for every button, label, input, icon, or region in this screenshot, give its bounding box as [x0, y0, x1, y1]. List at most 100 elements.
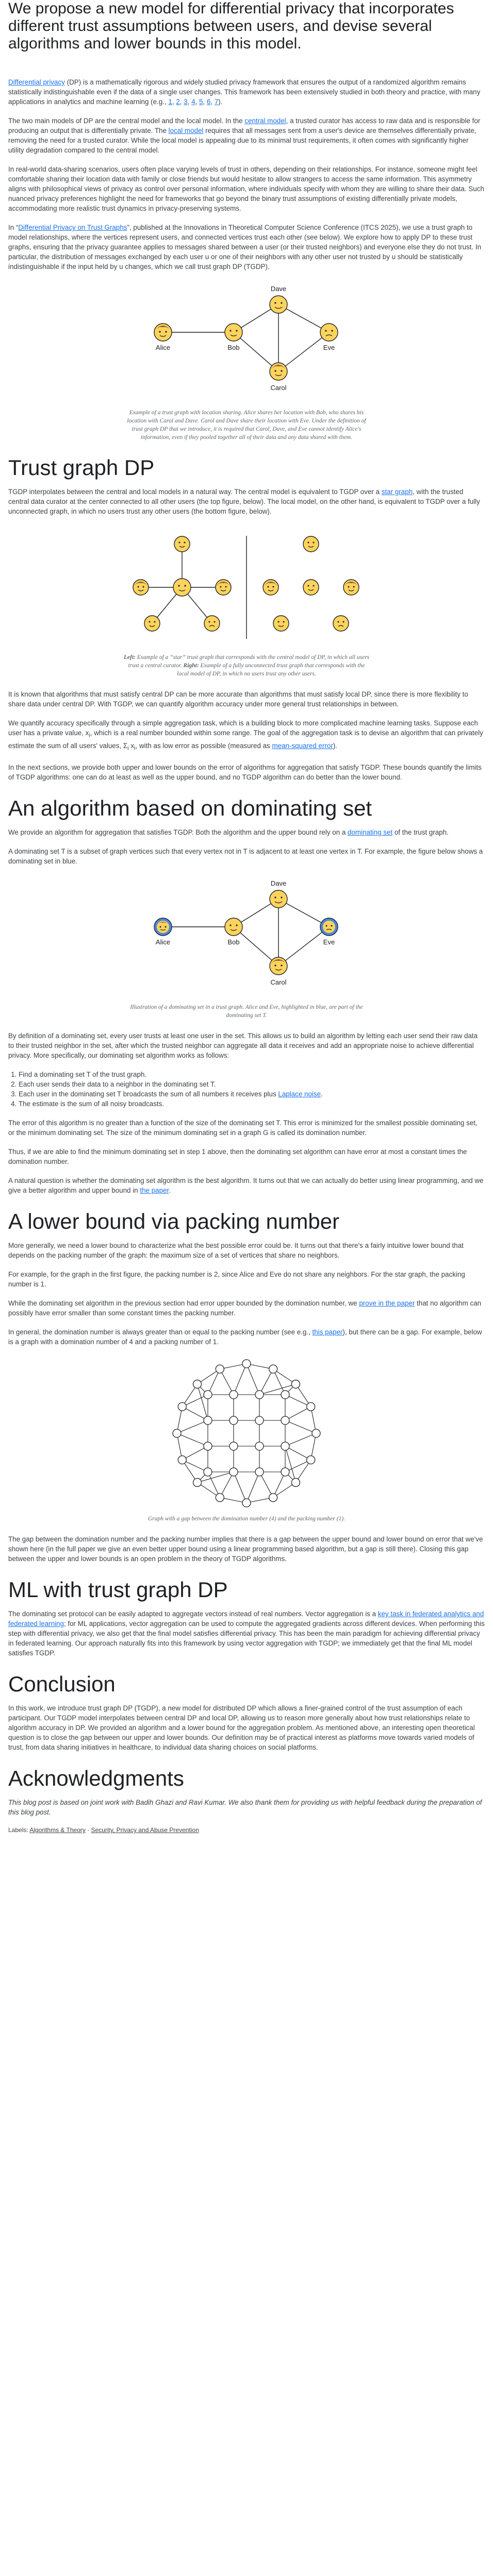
dominating-paragraph-5: Thus, if we are able to find the minimum… [8, 1148, 467, 1166]
edge-carol-eve [278, 332, 330, 372]
node-eve: Eve [320, 323, 338, 351]
gap-grid-node [203, 1416, 212, 1425]
gap-ring-node [291, 1478, 301, 1487]
link-mean-squared-error[interactable]: mean-squared error [272, 741, 333, 750]
node-alice: Alice [154, 323, 172, 351]
gap-edge [176, 1433, 183, 1461]
algorithm-step-1: Find a dominating set T of the trust gra… [19, 1070, 485, 1079]
star-leaf-bottom-right [204, 615, 220, 632]
ds-label-eve: Eve [323, 938, 335, 946]
gap-edge [182, 1446, 208, 1461]
section-heading-lower-bound: A lower bound via packing number [8, 1209, 340, 1234]
gap-grid-node [229, 1416, 238, 1425]
unconnected-node-3 [262, 579, 279, 596]
gap-edge [246, 1497, 273, 1503]
gap-edge [182, 1394, 208, 1408]
figure-dominating-set: Dave Alice Bob Eve [8, 875, 485, 1020]
gap-edge [207, 1369, 220, 1395]
label-algorithms-theory[interactable]: Algorithms & Theory [29, 1826, 86, 1834]
intro-paragraph-2: The two main models of DP are the centra… [8, 117, 481, 154]
star-leaf-right [215, 579, 232, 596]
article-lede: We propose a new model for differential … [8, 0, 454, 52]
gap-ring-node [269, 1364, 278, 1374]
link-differential-privacy[interactable]: Differential privacy [8, 78, 65, 86]
gap-edge [259, 1384, 296, 1395]
gap-edge [182, 1460, 208, 1472]
conclusion-paragraph-1: In this work, we introduce trust graph D… [8, 1704, 475, 1752]
ref-link-5[interactable]: 5 [199, 98, 203, 106]
unconnected-node-1 [303, 536, 319, 552]
intro-paragraph-3: In real-world data-sharing scenarios, us… [8, 165, 484, 212]
ref-link-7[interactable]: 7 [214, 98, 219, 106]
ds-label-bob: Bob [227, 938, 239, 946]
gap-grid-node [255, 1416, 264, 1425]
algorithm-step-4: The estimate is the sum of all noisy bro… [19, 1099, 485, 1109]
link-federated-learning[interactable]: key task in federated analytics and fede… [8, 1610, 484, 1628]
gap-edge [246, 1364, 260, 1395]
trust-graph-paragraph-4: In the next sections, we provide both up… [8, 764, 482, 782]
gap-ring-node [177, 1402, 187, 1412]
gap-grid-node [203, 1467, 212, 1477]
gap-edge [285, 1406, 311, 1421]
link-this-paper[interactable]: this paper [312, 1328, 343, 1336]
gap-edge [182, 1460, 198, 1483]
node-label-dave: Dave [271, 285, 286, 293]
unconnected-node-5 [273, 615, 289, 632]
ds-node-bob: Bob [224, 918, 243, 946]
ml-paragraph-1: The dominating set protocol can be easil… [8, 1610, 485, 1657]
gap-edge [197, 1369, 220, 1385]
figure-star-vs-unconnected: Left: Example of a “star” trust graph th… [8, 526, 485, 678]
link-paper-title[interactable]: Differential Privacy on Trust Graphs [18, 224, 127, 231]
ref-link-3[interactable]: 3 [184, 98, 188, 106]
gap-grid-node [229, 1467, 238, 1477]
gap-ring-node [192, 1380, 202, 1389]
lower-bound-paragraph-2: For example, for the graph in the first … [8, 1270, 465, 1289]
star-center-node [173, 578, 191, 597]
gap-edge [176, 1406, 183, 1434]
figure-trust-graph: Dave Alice Bob Eve [8, 281, 485, 442]
gap-edge [220, 1497, 247, 1503]
link-central-model[interactable]: central model [244, 117, 286, 125]
unconnected-node-6 [333, 615, 349, 632]
star-and-unconnected-diagram [133, 536, 359, 639]
link-dominating-set[interactable]: dominating set [348, 828, 393, 837]
section-heading-ml: ML with trust graph DP [8, 1578, 228, 1602]
gap-edge [176, 1433, 208, 1447]
link-prove-in-paper[interactable]: prove in the paper [359, 1299, 415, 1308]
link-laplace-noise[interactable]: Laplace noise [278, 1090, 321, 1098]
dominating-paragraph-6: A natural question is whether the domina… [8, 1177, 484, 1195]
gap-edge [285, 1446, 296, 1483]
node-label-eve: Eve [323, 344, 335, 351]
label-security-privacy[interactable]: Security, Privacy and Abuse Prevention [91, 1826, 199, 1834]
gap-edge [197, 1384, 208, 1421]
intro-paragraph-4: In “Differential Privacy on Trust Graphs… [8, 224, 482, 270]
link-local-model[interactable]: local model [168, 127, 204, 134]
gap-edge [259, 1369, 274, 1395]
gap-graph-diagram [172, 1359, 321, 1507]
ds-label-alice: Alice [156, 938, 170, 946]
gap-ring-node [177, 1455, 187, 1465]
figure-caption-trust-graph: Example of a trust graph with location s… [127, 410, 366, 440]
unconnected-graph [262, 536, 359, 632]
trust-graph-paragraph-1: TGDP interpolates between the central an… [8, 488, 480, 515]
gap-ring-node [306, 1402, 316, 1412]
gap-grid-node [229, 1442, 238, 1451]
gap-edge [197, 1471, 234, 1483]
node-bob: Bob [224, 323, 243, 351]
ref-link-6[interactable]: 6 [206, 98, 211, 106]
gap-ring-node [242, 1498, 251, 1507]
gap-ring-node [172, 1429, 182, 1438]
gap-grid-node [281, 1416, 290, 1425]
gap-ring-node [192, 1478, 202, 1487]
gap-edge [273, 1482, 296, 1498]
ref-link-2[interactable]: 2 [176, 98, 180, 106]
gap-grid-node [281, 1467, 290, 1477]
figure-caption-gap-graph: Graph with a gap between the domination … [148, 1516, 345, 1522]
ref-link-4[interactable]: 4 [191, 98, 195, 106]
link-star-graph[interactable]: star graph [381, 488, 413, 496]
gap-ring-node [311, 1429, 321, 1438]
gap-edge [182, 1384, 198, 1407]
link-the-paper[interactable]: the paper [140, 1187, 169, 1195]
ref-link-1[interactable]: 1 [168, 98, 172, 106]
node-dave: Dave [269, 285, 288, 314]
